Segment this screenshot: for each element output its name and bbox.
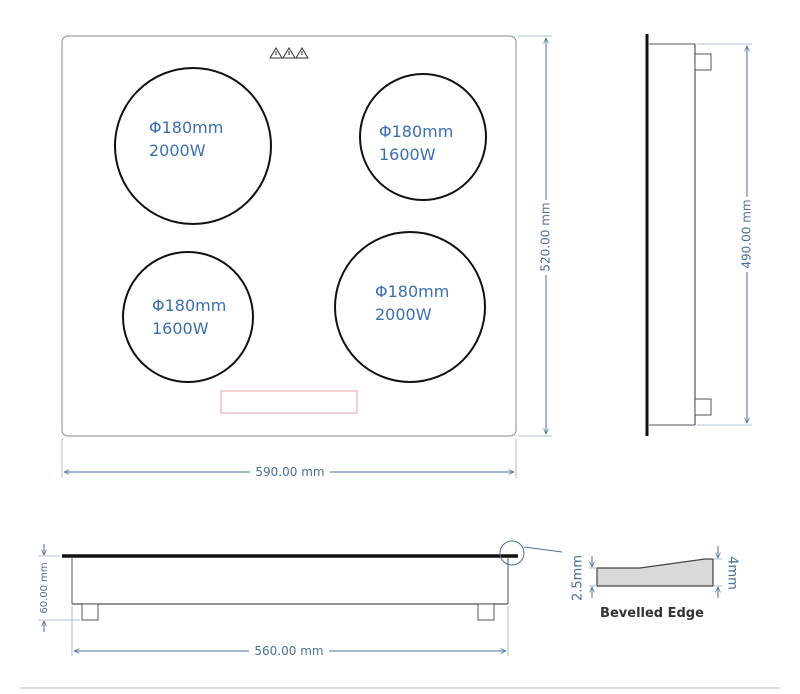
top-width-label: 590.00 mm [255,465,324,479]
front-view [62,540,563,621]
zone-1-diameter: Φ180mm [149,118,223,137]
side-depth-dimension: 490.00 mm [697,43,754,426]
control-panel [220,390,358,414]
front-foot-left [81,603,99,621]
edge-profile [596,558,714,587]
zone-4-power: 2000W [375,305,432,324]
cooking-zone-front-left-large [114,67,272,225]
front-height-label: 60.00 mm [39,562,50,613]
zone-1-power: 2000W [149,141,206,160]
cooking-zone-rear-right [359,73,487,201]
top-height-dimension: 520.00 mm [518,35,553,437]
top-height-label: 520.00 mm [539,202,553,271]
top-view: Φ180mm 2000W Φ180mm 1600W Φ180mm 1600W Φ… [61,35,517,437]
edge-detail-callout [499,540,525,566]
side-depth-label: 490.00 mm [740,199,754,268]
warning-icon [269,47,283,59]
cooking-zone-front-right-large [334,231,486,383]
side-view [645,34,712,436]
zone-2-power: 1600W [379,145,436,164]
front-foot-right [477,603,495,621]
warning-icons [269,47,309,59]
edge-thin-label: 2.5mm [571,555,586,601]
zone-2-diameter: Φ180mm [379,122,453,141]
warning-icon [282,47,296,59]
front-height-dimension: 60.00 mm [38,544,80,632]
edge-thick-label: 4mm [725,556,740,590]
zone-3-power: 1600W [152,319,209,338]
edge-caption: Bevelled Edge [600,606,704,621]
zone-3-diameter: Φ180mm [152,296,226,315]
zone-4-diameter: Φ180mm [375,282,449,301]
cooking-zone-front-left [122,251,254,383]
warning-icon [295,47,309,59]
bevelled-edge-detail: 2.5mm 4mm Bevelled Edge [571,546,740,621]
glass-panel-outline [61,35,517,437]
front-width-dimension: 560.00 mm [71,606,509,658]
side-foot-bottom [694,398,712,416]
front-width-label: 560.00 mm [254,644,323,658]
top-width-dimension: 590.00 mm [61,438,517,479]
side-foot-top [694,53,712,71]
